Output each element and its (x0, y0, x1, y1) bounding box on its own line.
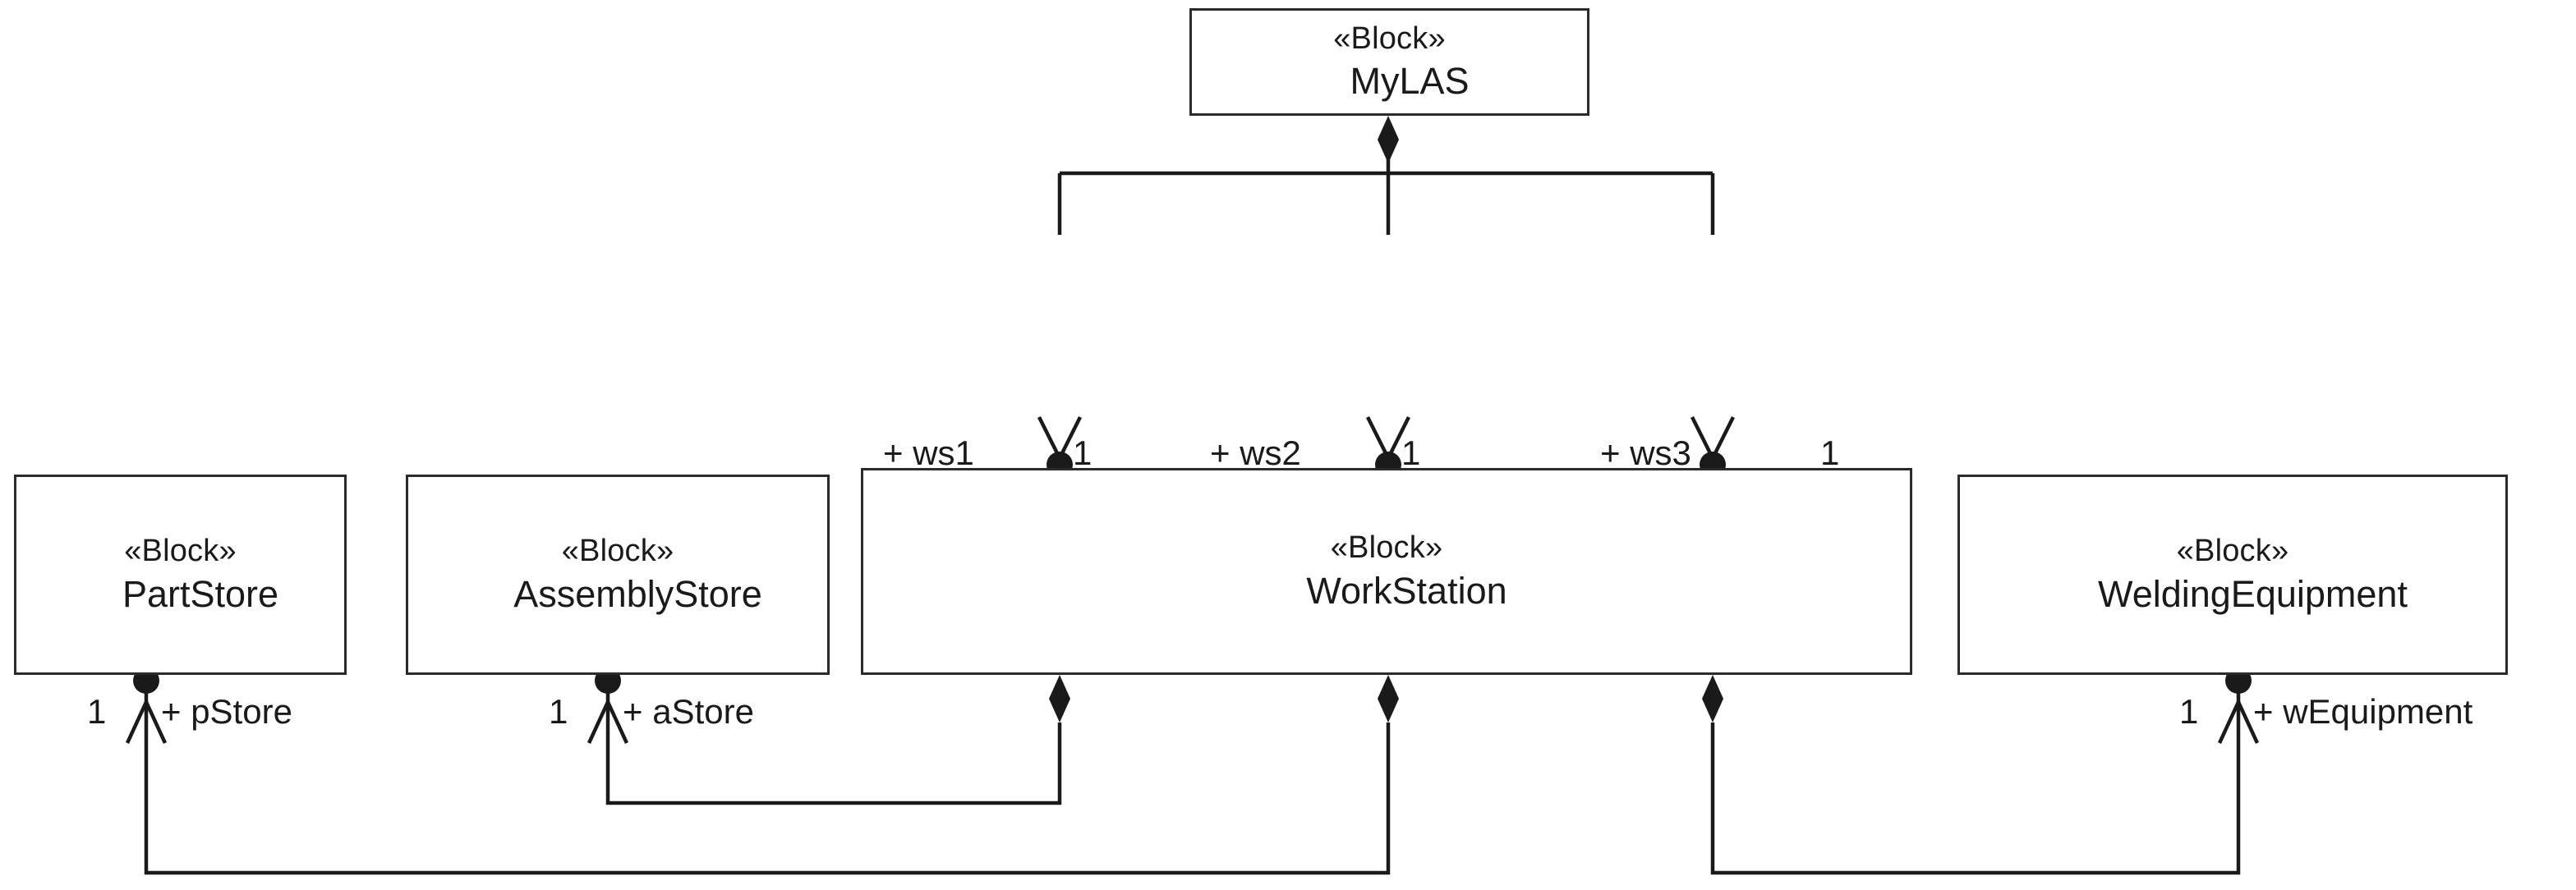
association-multiplicity-astore: 1 (549, 692, 568, 731)
block-partstore[interactable]: «Block» PartStore (14, 475, 347, 675)
block-icon (1266, 573, 1297, 609)
block-stereotype: «Block» (561, 534, 674, 569)
block-name: WeldingEquipment (2098, 572, 2408, 615)
association-role-astore: + aStore (623, 692, 754, 731)
block-name: MyLAS (1350, 60, 1470, 103)
association-multiplicity-ws2: 1 (1401, 434, 1421, 472)
association-multiplicity-wequipment: 1 (2179, 692, 2199, 731)
association-role-wequipment: + wEquipment (2253, 692, 2473, 731)
block-name: AssemblyStore (513, 572, 762, 615)
association-role-ws3: + ws3 (1600, 434, 1691, 472)
block-stereotype: «Block» (1333, 21, 1446, 56)
block-icon (473, 576, 504, 612)
block-weldingequipment[interactable]: «Block» WeldingEquipment (1957, 475, 2508, 675)
composition-diamond-workstation-astore (1049, 675, 1070, 723)
association-role-ws1: + ws1 (883, 434, 974, 472)
block-name-row: WorkStation (1266, 570, 1506, 612)
block-name-row: MyLAS (1309, 60, 1469, 103)
block-stereotype: «Block» (124, 534, 237, 569)
association-multiplicity-ws3: 1 (1820, 434, 1840, 472)
block-stereotype: «Block» (1330, 530, 1443, 566)
block-workstation[interactable]: «Block» WorkStation (861, 468, 1912, 675)
block-mylas[interactable]: «Block» MyLAS (1189, 8, 1589, 116)
block-name: WorkStation (1306, 569, 1507, 612)
block-name-row: PartStore (82, 573, 278, 616)
composition-diamond-workstation-wequipment (1702, 675, 1723, 723)
block-icon (82, 576, 113, 612)
block-assemblystore[interactable]: «Block» AssemblyStore (406, 475, 830, 675)
association-role-ws2: + ws2 (1210, 434, 1301, 472)
association-multiplicity-ws1: 1 (1073, 434, 1092, 472)
block-stereotype: «Block» (2176, 534, 2289, 569)
block-icon (1309, 63, 1341, 99)
block-icon (2058, 576, 2089, 612)
block-name: PartStore (122, 572, 279, 615)
composition-diamond-mylas (1378, 116, 1399, 163)
block-name-row: WeldingEquipment (2058, 573, 2408, 616)
association-role-pstore: + pStore (161, 692, 292, 731)
composition-diamond-workstation-pstore (1378, 675, 1399, 723)
block-name-row: AssemblyStore (473, 573, 762, 616)
association-multiplicity-pstore: 1 (87, 692, 107, 731)
